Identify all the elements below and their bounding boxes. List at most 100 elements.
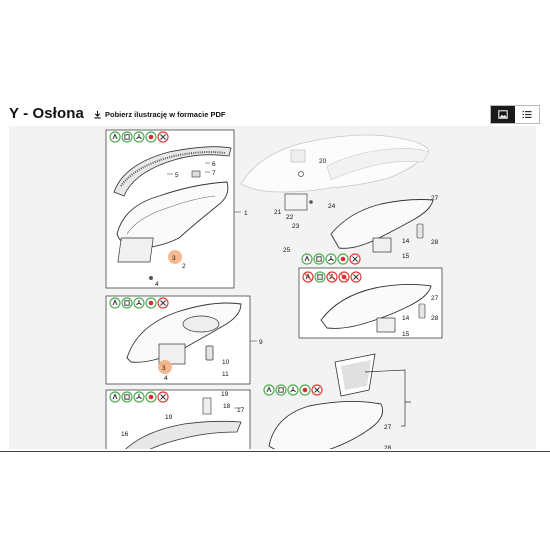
callout-number[interactable]: 28 xyxy=(384,445,392,449)
callout-number[interactable]: 4 xyxy=(164,375,168,382)
support-plate xyxy=(376,317,396,333)
blocked-icon xyxy=(349,253,361,265)
callout-number[interactable]: 22 xyxy=(286,214,294,221)
callout-number[interactable]: 5 xyxy=(175,172,179,179)
brush-knife-icon xyxy=(133,391,145,403)
callout-number[interactable]: 15 xyxy=(402,253,410,260)
callout-number[interactable]: 14 xyxy=(402,315,410,322)
callout-highlight xyxy=(168,250,182,264)
compatibility-icons xyxy=(301,253,361,265)
image-icon xyxy=(498,110,508,119)
saw-blade-icon xyxy=(121,131,133,143)
washer xyxy=(298,171,304,177)
saw-blade-icon xyxy=(275,384,287,396)
leader-lines xyxy=(167,162,257,409)
blocked-icon xyxy=(157,131,169,143)
deflector-guard xyxy=(268,400,384,449)
sleeve-part xyxy=(418,303,426,319)
screw xyxy=(309,200,313,204)
guard-mount xyxy=(182,315,220,333)
saw-blade-icon xyxy=(314,271,326,283)
callout-number[interactable]: 19 xyxy=(165,414,173,421)
list-view-button[interactable] xyxy=(515,106,539,123)
blocked-icon xyxy=(350,271,362,283)
callout-number[interactable]: 11 xyxy=(222,371,229,378)
callout-number[interactable]: 24 xyxy=(328,203,336,210)
grass-blade-icon xyxy=(109,391,121,403)
grass-blade-icon xyxy=(109,131,121,143)
blocked-icon xyxy=(311,384,323,396)
callout-number[interactable]: 25 xyxy=(283,247,291,254)
mowing-head-icon xyxy=(145,131,157,143)
callout-number[interactable]: 16 xyxy=(121,431,129,438)
guard-edge-line xyxy=(126,195,216,235)
brush-knife-icon xyxy=(133,131,145,143)
clamp-part xyxy=(191,170,201,178)
deflector-guard xyxy=(330,199,434,249)
mowing-head-icon xyxy=(338,271,350,283)
mowing-head-icon xyxy=(337,253,349,265)
callout-number[interactable]: 2 xyxy=(182,263,186,270)
download-pdf-link[interactable]: Pobierz ilustrację w formacie PDF xyxy=(93,110,225,119)
grass-blade-icon xyxy=(263,384,275,396)
callout-number[interactable]: 27 xyxy=(431,295,439,302)
callout-number[interactable]: 27 xyxy=(431,195,439,202)
callout-number[interactable]: 28 xyxy=(431,239,439,246)
image-view-button[interactable] xyxy=(491,106,515,123)
sleeve-part xyxy=(205,345,214,361)
page-title: Y - Osłona xyxy=(9,105,84,122)
support-plate xyxy=(158,343,186,365)
faded-guard-overview xyxy=(326,148,430,181)
saw-blade-icon xyxy=(121,297,133,309)
cutting-strip-teeth xyxy=(120,151,226,187)
saw-blade-icon xyxy=(121,391,133,403)
compatibility-icons xyxy=(302,271,362,283)
sleeve-part xyxy=(416,223,424,239)
deflector-guard xyxy=(320,283,432,329)
mowing-head-icon xyxy=(145,391,157,403)
callout-number[interactable]: 21 xyxy=(274,209,282,216)
parts-diagram-svg: 1 2 3 4 5 6 7 9 10 11 3 4 14 15 16 17 18… xyxy=(105,129,443,449)
callout-number[interactable]: 9 xyxy=(259,339,263,346)
callout-number[interactable]: 17 xyxy=(237,407,245,414)
callout-number[interactable]: 10 xyxy=(222,359,230,366)
callout-number[interactable]: 6 xyxy=(212,161,216,168)
callout-number[interactable]: 15 xyxy=(402,331,410,338)
sleeve-part xyxy=(202,397,212,415)
callout-number[interactable]: 4 xyxy=(155,281,159,288)
callout-number[interactable]: 27 xyxy=(384,424,392,431)
brush-knife-icon xyxy=(326,271,338,283)
saw-blade-icon xyxy=(313,253,325,265)
section-divider xyxy=(0,451,550,452)
callout-number[interactable]: 23 xyxy=(292,223,300,230)
blocked-icon xyxy=(157,391,169,403)
cutting-strip xyxy=(125,420,242,449)
parts-diagram[interactable]: 1 2 3 4 5 6 7 9 10 11 3 4 14 15 16 17 18… xyxy=(9,126,536,449)
list-icon xyxy=(522,111,532,118)
support-plate xyxy=(284,193,308,211)
faded-clamp xyxy=(290,149,306,163)
compatibility-icons xyxy=(263,384,323,396)
grass-blade-icon xyxy=(302,271,314,283)
callout-number[interactable]: 1 xyxy=(244,210,248,217)
callout-number[interactable]: 3 xyxy=(162,365,166,372)
callout-numbers: 1 2 3 4 5 6 7 9 10 11 3 4 14 15 16 17 18… xyxy=(121,158,439,449)
callout-number[interactable]: 20 xyxy=(319,158,327,165)
callout-number[interactable]: 14 xyxy=(402,238,410,245)
brush-knife-icon xyxy=(133,297,145,309)
screw xyxy=(149,276,153,280)
deflector-plate-shading xyxy=(341,360,371,390)
compatibility-icons xyxy=(109,131,169,143)
download-pdf-label: Pobierz ilustrację w formacie PDF xyxy=(105,110,226,119)
callout-number[interactable]: 18 xyxy=(223,403,231,410)
compatibility-icons xyxy=(109,391,169,403)
callout-number[interactable]: 28 xyxy=(431,315,439,322)
callout-number[interactable]: 19 xyxy=(221,391,229,398)
mowing-head-icon xyxy=(145,297,157,309)
mowing-head-icon xyxy=(299,384,311,396)
blocked-icon xyxy=(157,297,169,309)
callout-highlight xyxy=(158,360,172,374)
callout-number[interactable]: 7 xyxy=(212,170,216,177)
support-plate xyxy=(117,237,154,263)
callout-number[interactable]: 3 xyxy=(172,255,176,262)
